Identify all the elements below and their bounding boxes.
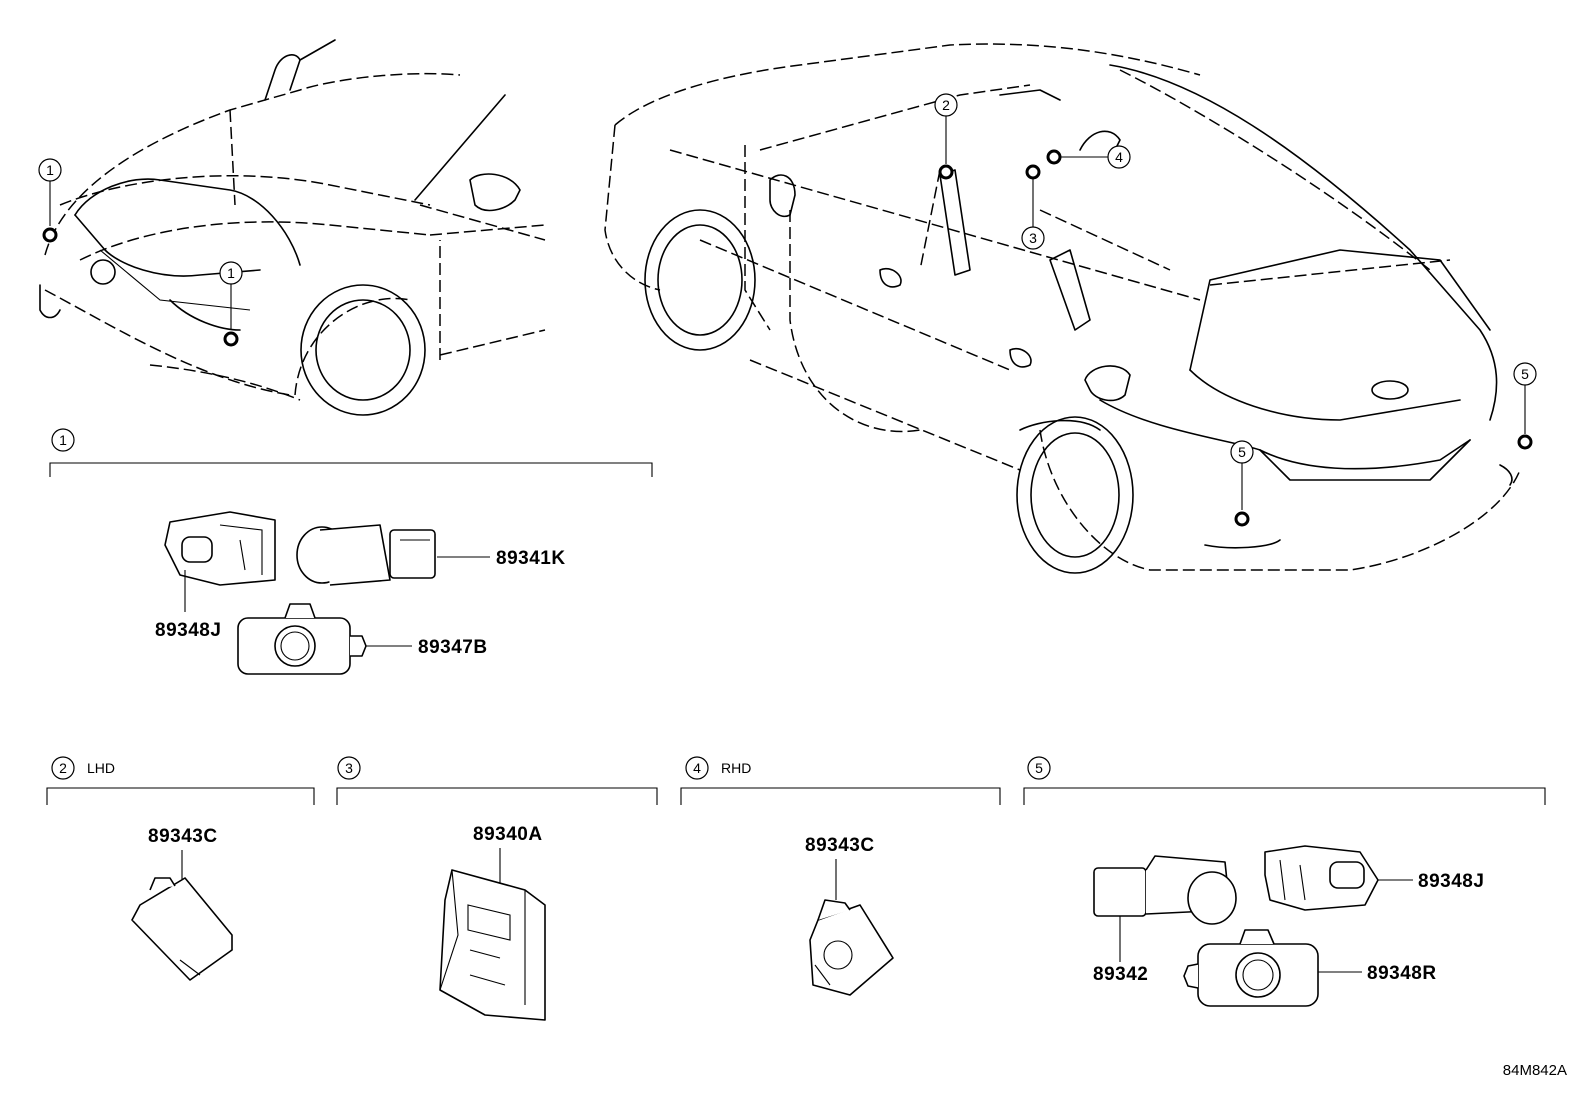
label-89348J: 89348J: [155, 620, 221, 641]
part-89343C-lhd: [131, 850, 233, 981]
svg-text:4: 4: [1115, 149, 1123, 165]
svg-text:1: 1: [227, 265, 235, 281]
part-89347B-retainer: [237, 603, 412, 675]
svg-text:1: 1: [46, 162, 54, 178]
svg-text:2: 2: [59, 760, 67, 776]
svg-text:LHD: LHD: [87, 760, 115, 776]
part-89348J-bracket: [164, 511, 276, 612]
callout-1-left: 1: [38, 158, 62, 243]
diagram-code: 84M842A: [1503, 1062, 1567, 1079]
label-89342: 89342: [1093, 964, 1148, 985]
label-89343C-lhd: 89343C: [148, 826, 218, 847]
label-89343C-rhd: 89343C: [805, 835, 875, 856]
svg-text:3: 3: [345, 760, 353, 776]
label-89340A: 89340A: [473, 824, 543, 845]
svg-text:5: 5: [1035, 760, 1043, 776]
group-1: 1: [49, 428, 653, 477]
group-2: 2 LHD: [46, 756, 315, 805]
part-89341K-sensor: [296, 524, 490, 586]
label-89341K: 89341K: [496, 548, 566, 569]
group-5: 5: [1023, 756, 1546, 805]
callout-5-right: 5: [1513, 362, 1537, 450]
rear-car-view: [604, 43, 1521, 574]
svg-text:RHD: RHD: [721, 760, 751, 776]
svg-text:1: 1: [59, 432, 67, 448]
part-89348J-bracket-rear: [1264, 845, 1413, 911]
svg-text:2: 2: [942, 97, 950, 113]
callout-5-left: 5: [1230, 440, 1254, 527]
front-car-view: [39, 39, 546, 416]
callout-1-right: 1: [219, 261, 243, 347]
part-89342-sensor: [1093, 855, 1237, 962]
svg-text:4: 4: [693, 760, 701, 776]
group-3: 3: [336, 756, 658, 805]
part-89340A-ecu: [439, 848, 546, 1021]
svg-text:5: 5: [1238, 444, 1246, 460]
label-89348R: 89348R: [1367, 963, 1437, 984]
label-89348J-rear: 89348J: [1418, 871, 1484, 892]
label-89347B: 89347B: [418, 637, 488, 658]
svg-text:3: 3: [1029, 230, 1037, 246]
callout-3: 3: [1021, 164, 1045, 250]
callout-2: 2: [934, 93, 958, 180]
part-89343C-rhd: [809, 859, 894, 996]
part-89348R-retainer: [1183, 929, 1362, 1007]
svg-text:5: 5: [1521, 366, 1529, 382]
callout-4: 4: [1046, 145, 1131, 169]
group-4: 4 RHD: [680, 756, 1001, 805]
